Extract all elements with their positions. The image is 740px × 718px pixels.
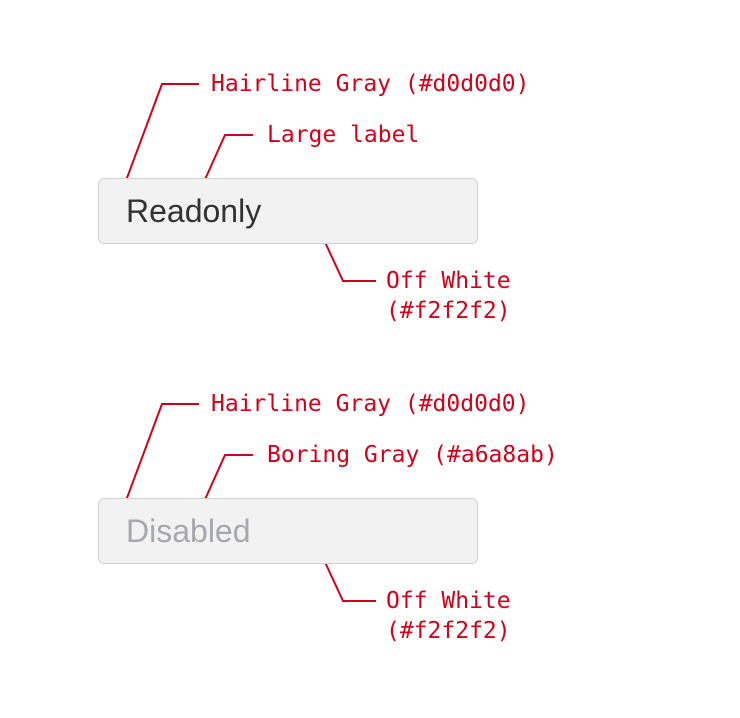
callout-line-hairline-gray-1 (123, 83, 199, 187)
callout-label-off-white-1-line2: (#f2f2f2) (386, 298, 511, 324)
callout-label-off-white-1: Off White (#f2f2f2) (386, 266, 511, 326)
callout-label-off-white-2: Off White (#f2f2f2) (386, 586, 511, 646)
callout-label-large-label: Large label (267, 122, 420, 148)
callout-label-off-white-1-line1: Off White (386, 268, 511, 294)
callout-label-hairline-gray-1: Hairline Gray (#d0d0d0) (211, 71, 530, 97)
callout-label-off-white-2-line1: Off White (386, 588, 511, 614)
disabled-input (98, 498, 478, 564)
callout-label-hairline-gray-2: Hairline Gray (#d0d0d0) (211, 391, 530, 417)
callout-label-off-white-2-line2: (#f2f2f2) (386, 618, 511, 644)
callout-line-hairline-gray-2 (123, 403, 199, 507)
callout-label-boring-gray: Boring Gray (#a6a8ab) (267, 442, 558, 468)
readonly-input[interactable] (98, 178, 478, 244)
